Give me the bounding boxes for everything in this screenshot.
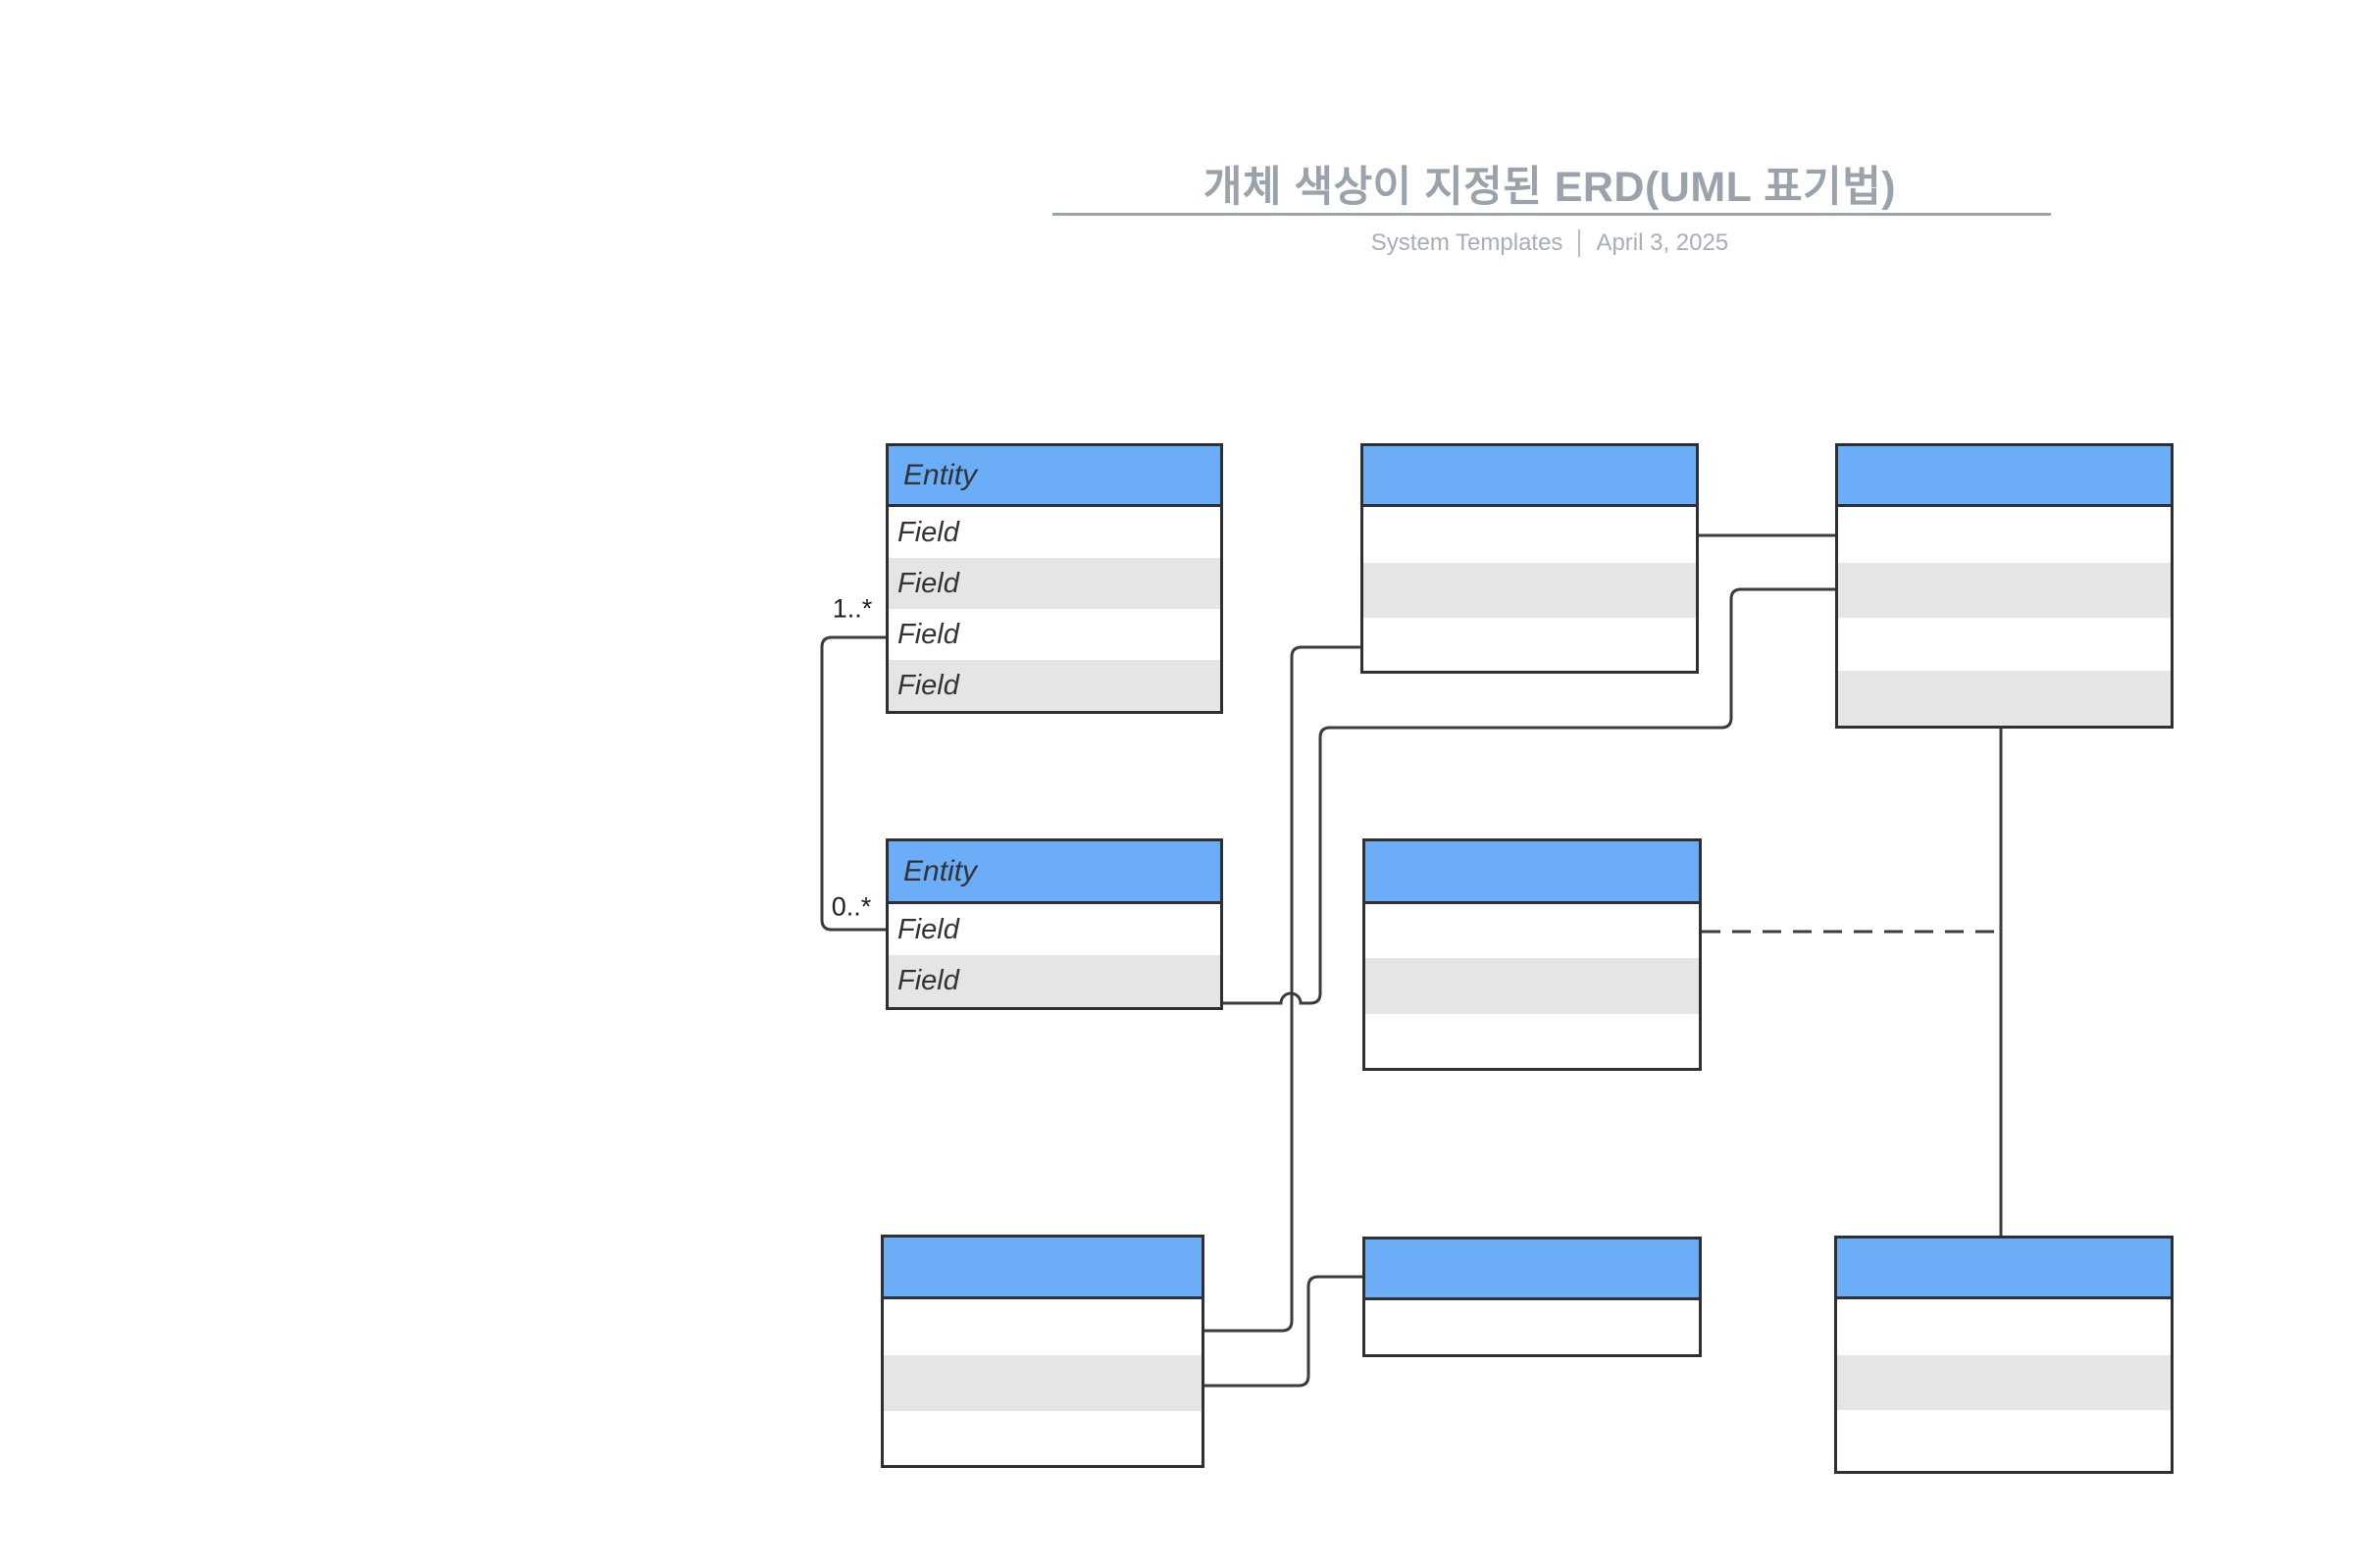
- entity-field-row[interactable]: [1363, 507, 1696, 563]
- entity-title: Entity: [903, 854, 978, 887]
- page-title: 개체 색상이 지정된 ERD(UML 표기법): [1203, 164, 1897, 211]
- entity-field-row[interactable]: [1365, 958, 1699, 1014]
- cardinality-label[interactable]: 1..*: [832, 593, 873, 624]
- entity-field-row[interactable]: [1837, 1299, 2171, 1355]
- field-label: Field: [897, 965, 959, 996]
- entity-field-row[interactable]: Field: [889, 660, 1220, 711]
- entity-field-row[interactable]: [884, 1299, 1202, 1355]
- entity-header[interactable]: Entity: [889, 841, 1220, 904]
- edge-topmiddle-bottomleft[interactable]: [1204, 645, 1360, 1333]
- entity-field-row[interactable]: [884, 1355, 1202, 1411]
- cardinality-label[interactable]: 0..*: [831, 891, 872, 922]
- entity-bottom-middle[interactable]: [1362, 1237, 1702, 1357]
- field-label: Field: [897, 669, 959, 701]
- entity-field-row[interactable]: [1837, 1410, 2171, 1471]
- subtitle-divider: [1578, 229, 1581, 257]
- page-subtitle: System Templates April 3, 2025: [1059, 229, 2040, 257]
- entity-top-middle[interactable]: [1360, 443, 1699, 674]
- entity-field-row[interactable]: [1363, 563, 1696, 618]
- entity-field-row[interactable]: Field: [889, 955, 1220, 1007]
- edge-midleft-topright[interactable]: [1221, 587, 1835, 1005]
- entity-header[interactable]: [1838, 446, 2171, 507]
- entity-field-row[interactable]: [1838, 563, 2171, 618]
- edge-bottomleft-bottommiddle[interactable]: [1204, 1275, 1362, 1388]
- entity-header[interactable]: Entity: [889, 446, 1220, 507]
- entity-bottom-left[interactable]: [881, 1235, 1204, 1468]
- entity-field-row[interactable]: [1838, 671, 2171, 726]
- field-label: Field: [897, 516, 959, 548]
- entity-header[interactable]: [1363, 446, 1696, 507]
- entity-field-row[interactable]: Field: [889, 558, 1220, 609]
- entity-field-row[interactable]: [1837, 1355, 2171, 1410]
- entity-title: Entity: [903, 458, 978, 491]
- entity-field-row[interactable]: [1365, 904, 1699, 958]
- entity-header[interactable]: [1837, 1239, 2171, 1299]
- subtitle-date: April 3, 2025: [1596, 229, 1729, 256]
- entity-mid-middle[interactable]: [1362, 838, 1702, 1071]
- field-label: Field: [897, 618, 959, 650]
- entity-field-row[interactable]: Field: [889, 507, 1220, 558]
- entity-field-row[interactable]: [1365, 1014, 1699, 1068]
- entity-field-row[interactable]: [1838, 507, 2171, 563]
- entity-field-row[interactable]: [884, 1411, 1202, 1465]
- entity-header[interactable]: [884, 1238, 1202, 1299]
- field-label: Field: [897, 913, 959, 945]
- subtitle-author: System Templates: [1370, 229, 1563, 256]
- entity-field-row[interactable]: [1365, 1300, 1699, 1354]
- entity-field-row[interactable]: [1838, 618, 2171, 671]
- title-underline: [1052, 213, 2051, 216]
- entity-field-row[interactable]: Field: [889, 904, 1220, 955]
- entity-header[interactable]: [1365, 1239, 1699, 1300]
- entity-field-row[interactable]: [1363, 618, 1696, 671]
- entity-bottom-right[interactable]: [1834, 1236, 2174, 1474]
- entity-top-right[interactable]: [1835, 443, 2174, 729]
- edge-topleft-midleft[interactable]: [820, 635, 886, 932]
- field-label: Field: [897, 567, 959, 599]
- entity-field-row[interactable]: Field: [889, 609, 1220, 660]
- entity-header[interactable]: [1365, 841, 1699, 904]
